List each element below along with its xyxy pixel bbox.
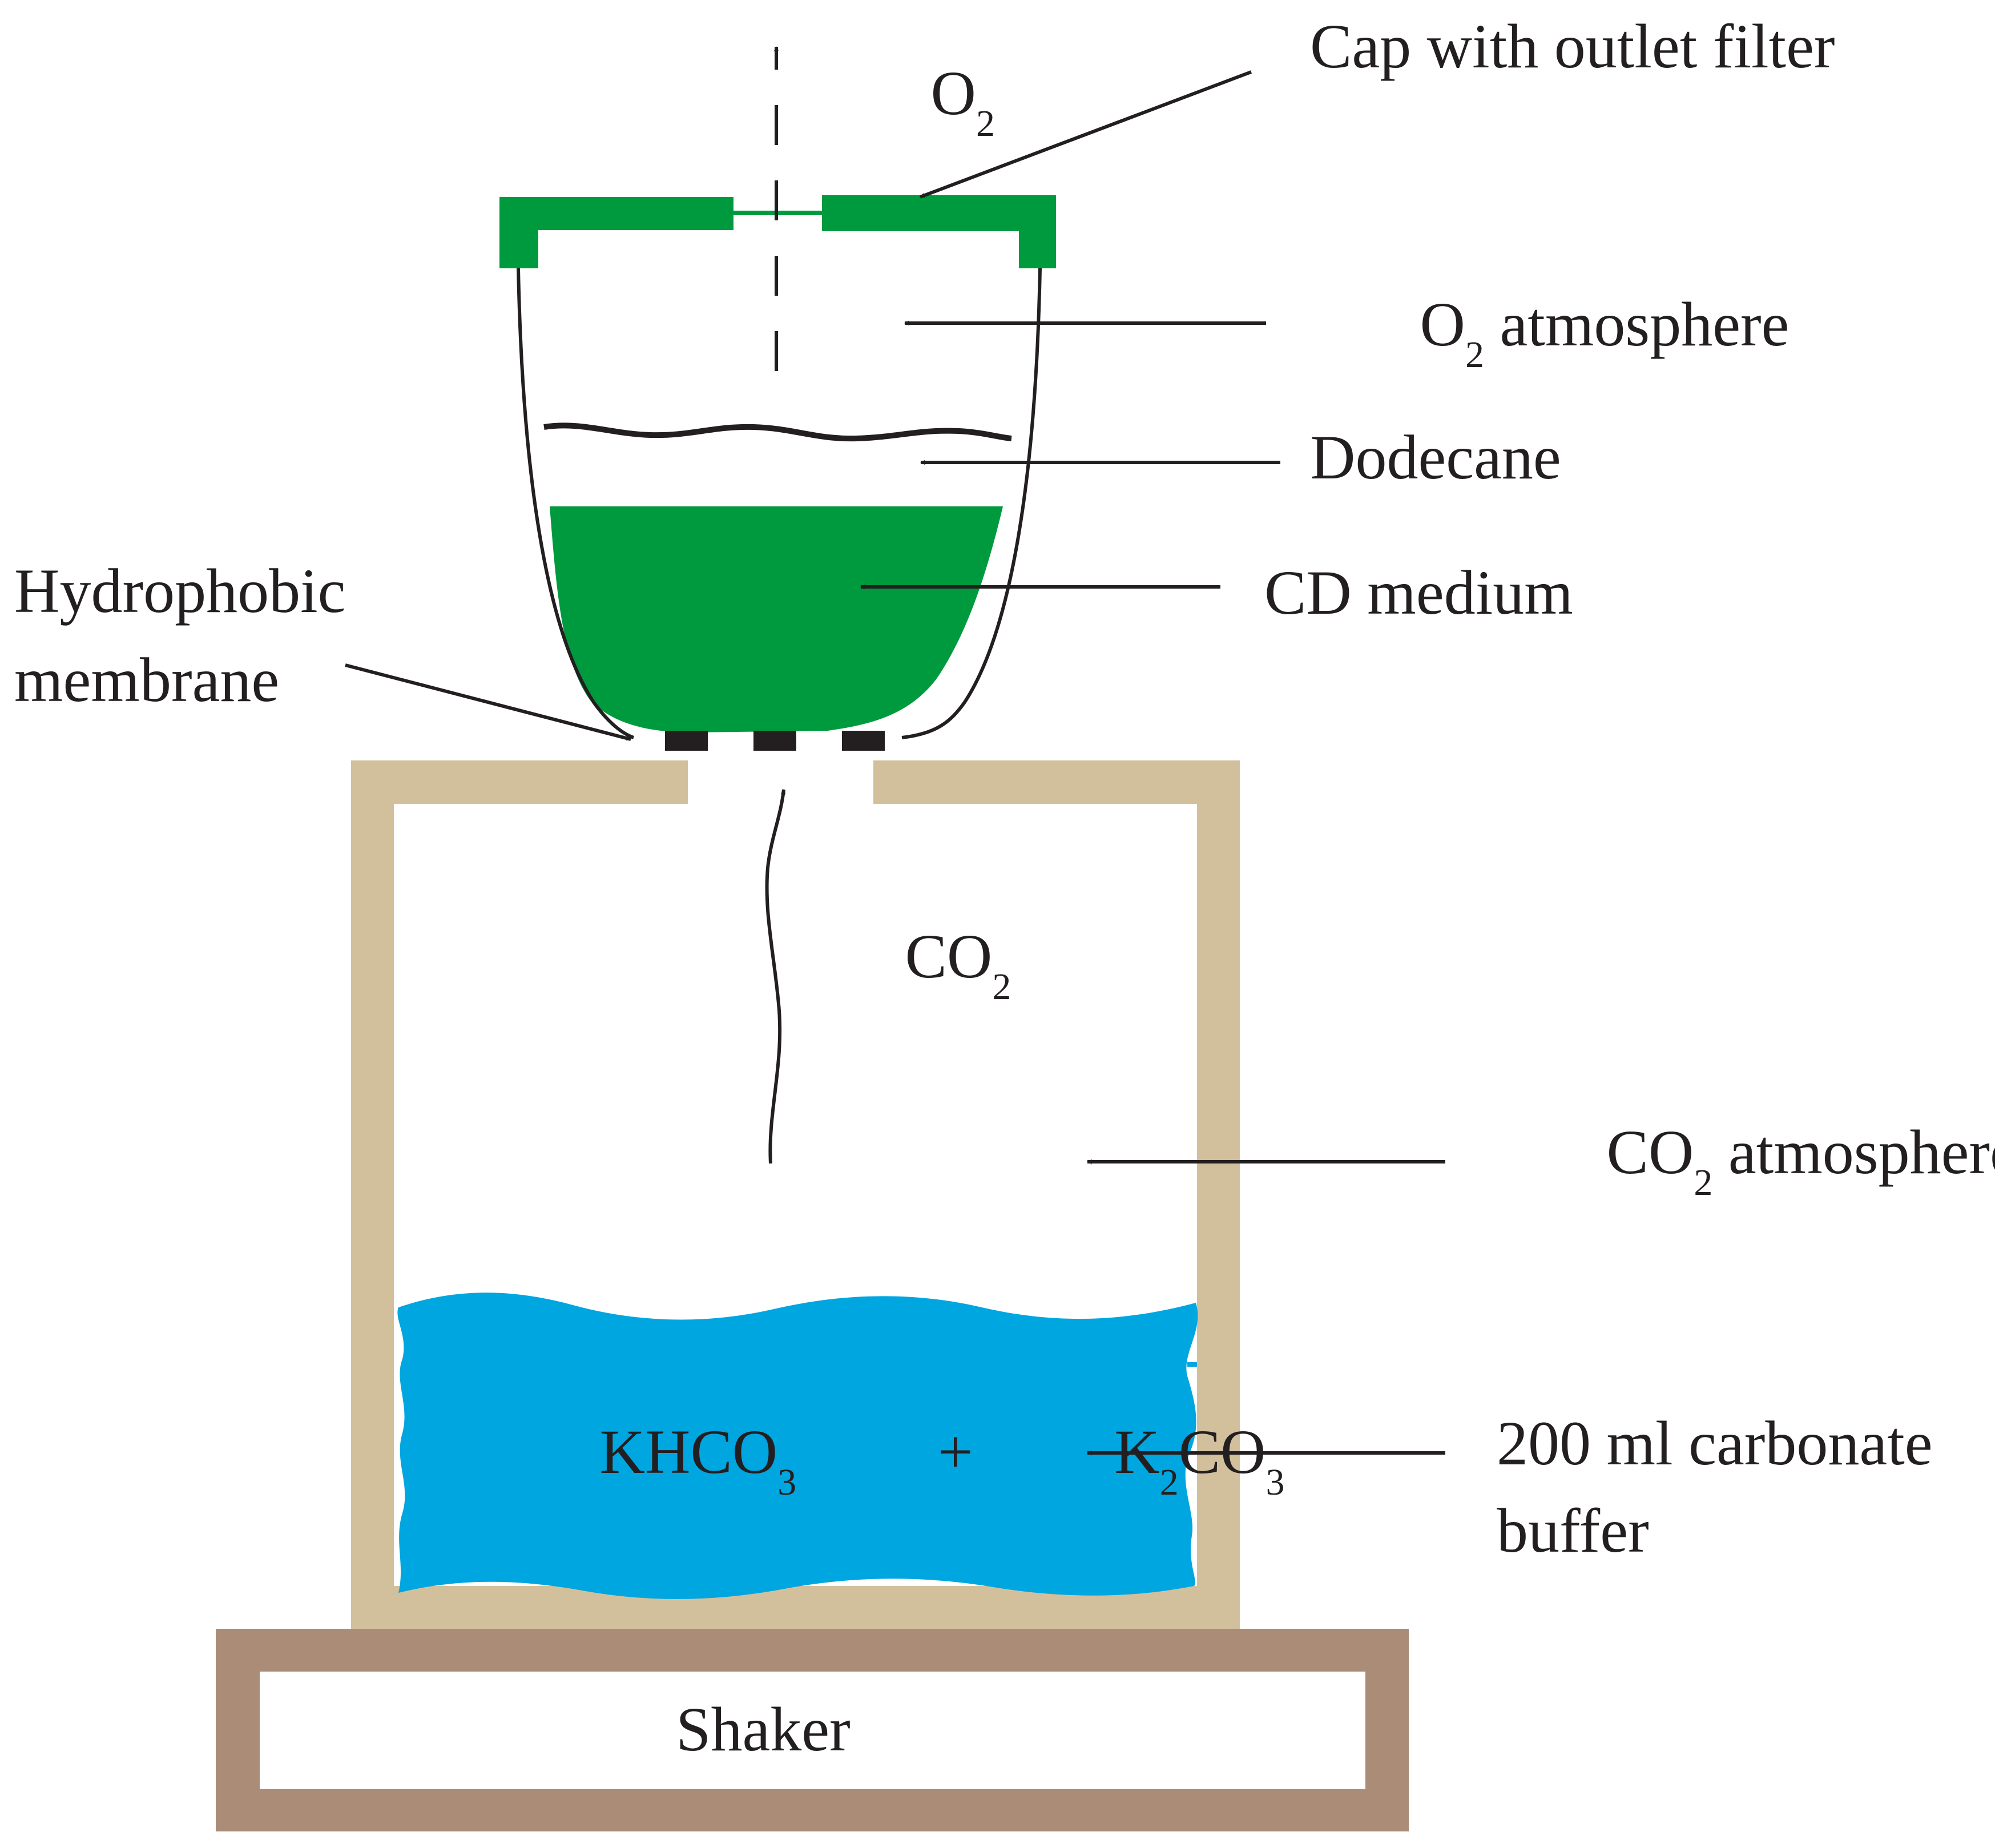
cd-medium-label: CD medium <box>1264 558 1573 627</box>
cap-left-lip <box>499 197 538 268</box>
membrane-block-2 <box>753 731 796 751</box>
khco3-main: KHCO <box>600 1417 778 1487</box>
k2co3-sub1: 2 <box>1160 1462 1179 1503</box>
co2-flow-arrow-icon <box>765 789 786 1164</box>
labels: Cap with outlet filter O2 atmosphere Dod… <box>14 11 1995 1565</box>
o2-atmosphere-label: O2 atmosphere <box>1310 289 1868 376</box>
vessel-wall-left <box>517 268 635 739</box>
membrane-block-3 <box>842 731 885 751</box>
shaker-label: Shaker <box>676 1694 850 1764</box>
buffer-liquid <box>397 1293 1198 1599</box>
co2-atmosphere-label: CO2 atmosphere <box>1497 1117 1995 1203</box>
dodecane-layer <box>543 422 1012 442</box>
khco3-sub: 3 <box>777 1462 796 1503</box>
co2-label: CO2 <box>795 921 1090 1013</box>
plus-sign: + <box>938 1417 973 1487</box>
cd-medium <box>550 506 1003 732</box>
callouts <box>345 70 1445 1456</box>
culture-vessel <box>517 268 1042 751</box>
hydrophobic-label-line2: membrane <box>14 645 279 715</box>
o2-flow: O2 <box>773 46 1073 371</box>
cap-left <box>499 197 733 230</box>
membrane-callout-arrow <box>345 663 631 741</box>
dodecane-label: Dodecane <box>1310 422 1561 492</box>
buffer-label-line1: 200 ml carbonate <box>1497 1408 1933 1478</box>
membrane-block-1 <box>665 731 708 751</box>
cap-right <box>822 195 1056 231</box>
o2-label: O2 <box>821 58 1073 150</box>
cap-label: Cap with outlet filter <box>1310 11 1835 81</box>
carbonate-buffer: KHCO3 + K2CO3 <box>397 1293 1285 1599</box>
cap-right-lip <box>1019 195 1056 268</box>
co2-flow: CO2 <box>765 789 1090 1164</box>
buffer-label-line2: buffer <box>1497 1496 1649 1565</box>
vessel-wall-right <box>901 268 1042 739</box>
hydrophobic-label-line1: Hydrophobic <box>14 556 345 626</box>
shaker: Shaker <box>216 1629 1409 1831</box>
cap-callout-arrow <box>919 70 1252 199</box>
vessel-cap <box>499 195 1056 268</box>
k2co3-sub2: 3 <box>1266 1462 1285 1503</box>
shaker-panel <box>260 1672 1365 1789</box>
